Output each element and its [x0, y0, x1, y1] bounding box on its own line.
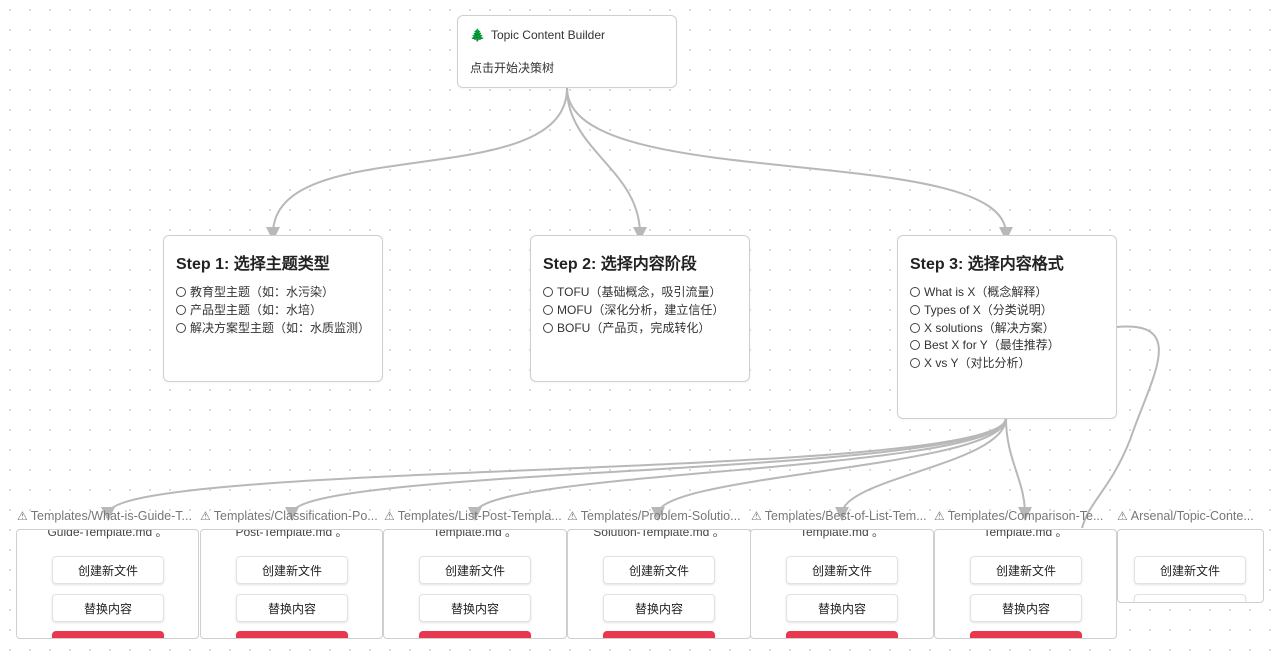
option-item[interactable]: Best X for Y（最佳推荐）	[910, 337, 1104, 355]
root-title: Topic Content Builder	[490, 28, 606, 42]
radio-circle-icon	[543, 304, 553, 315]
replace-content-button[interactable]: 替换内容	[970, 594, 1082, 622]
root-description: 点击开始决策树	[470, 61, 555, 75]
option-item[interactable]: 解决方案型主题（如：水质监测）	[176, 320, 370, 338]
edge-step3-tpl5	[835, 417, 1007, 521]
step1-card[interactable]: Step 1: 选择主题类型 教育型主题（如：水污染） 产品型主题（如：水培） …	[163, 235, 383, 382]
option-item[interactable]: TOFU（基础概念，吸引流量）	[543, 284, 737, 302]
create-file-button[interactable]: 创建新文件	[419, 556, 531, 584]
template-label[interactable]: ⚠Templates/Comparison-Te...	[934, 509, 1104, 523]
template-embed: 创建新文件 替换内容	[1117, 529, 1264, 603]
template-label[interactable]: ⚠Templates/List-Post-Templa...	[384, 509, 562, 523]
step-title: Step 3: 选择内容格式	[910, 256, 1064, 273]
template-embed: Guide-Template.md 。 创建新文件 替换内容	[16, 529, 199, 639]
step2-card[interactable]: Step 2: 选择内容阶段 TOFU（基础概念，吸引流量） MOFU（深化分析…	[530, 235, 750, 382]
step-title: Step 1: 选择主题类型	[176, 256, 330, 273]
radio-circle-icon	[176, 304, 186, 315]
danger-button[interactable]	[786, 631, 898, 638]
template-label[interactable]: ⚠Templates/Best-of-List-Tem...	[751, 509, 927, 523]
create-file-button[interactable]: 创建新文件	[970, 556, 1082, 584]
danger-button[interactable]	[970, 631, 1082, 638]
edge-root-step2	[566, 87, 647, 241]
tree-icon: 🌲	[470, 28, 485, 42]
radio-circle-icon	[176, 287, 186, 297]
edge-step3-tpl6	[1005, 417, 1032, 521]
create-file-button[interactable]: 创建新文件	[1134, 556, 1246, 584]
template-embed: Template.md 。 创建新文件 替换内容	[750, 529, 934, 639]
warning-icon: ⚠	[1117, 509, 1128, 523]
danger-button[interactable]	[603, 631, 715, 638]
replace-content-button[interactable]: 替换内容	[1134, 594, 1246, 602]
radio-circle-icon	[910, 304, 920, 315]
edge-step3-tpl1	[101, 417, 1007, 521]
create-file-button[interactable]: 创建新文件	[52, 556, 164, 584]
template-label[interactable]: ⚠Templates/Problem-Solutio...	[567, 509, 741, 523]
template-filename: Template.md 。	[799, 529, 885, 539]
replace-content-button[interactable]: 替换内容	[52, 594, 164, 622]
radio-circle-icon	[910, 340, 920, 351]
option-item[interactable]: What is X（概念解释）	[910, 284, 1104, 302]
template-label[interactable]: ⚠Templates/What-is-Guide-T...	[17, 509, 192, 523]
warning-icon: ⚠	[200, 509, 211, 523]
template-embed: Template.md 。 创建新文件 替换内容	[383, 529, 567, 639]
radio-circle-icon	[910, 358, 920, 369]
option-item[interactable]: MOFU（深化分析，建立信任）	[543, 302, 737, 320]
template-label[interactable]: ⚠Arsenal/Topic-Conte...	[1117, 509, 1254, 523]
danger-button[interactable]	[419, 631, 531, 638]
replace-content-button[interactable]: 替换内容	[236, 594, 348, 622]
warning-icon: ⚠	[934, 509, 945, 523]
danger-button[interactable]	[236, 631, 348, 638]
replace-content-button[interactable]: 替换内容	[603, 594, 715, 622]
template-embed: Solution-Template.md 。 创建新文件 替换内容	[567, 529, 751, 639]
template-filename: Template.md 。	[983, 529, 1068, 539]
template-embed: Template.md 。 创建新文件 替换内容	[934, 529, 1117, 639]
step-title: Step 2: 选择内容阶段	[543, 256, 697, 273]
edge-step3-tpl4	[651, 417, 1007, 521]
option-item[interactable]: 产品型主题（如：水培）	[176, 302, 370, 320]
warning-icon: ⚠	[17, 509, 28, 523]
template-filename: Post-Template.md 。	[235, 529, 348, 539]
radio-circle-icon	[910, 322, 920, 333]
create-file-button[interactable]: 创建新文件	[786, 556, 898, 584]
radio-circle-icon	[543, 322, 553, 333]
replace-content-button[interactable]: 替换内容	[786, 594, 898, 622]
warning-icon: ⚠	[751, 509, 762, 523]
template-embed: Post-Template.md 。 创建新文件 替换内容	[200, 529, 383, 639]
edge-step3-tpl2	[285, 417, 1007, 521]
edge-root-step1	[266, 87, 568, 241]
step3-card[interactable]: Step 3: 选择内容格式 What is X（概念解释） Types of …	[897, 235, 1117, 419]
danger-button[interactable]	[52, 631, 164, 638]
replace-content-button[interactable]: 替换内容	[419, 594, 531, 622]
option-item[interactable]: 教育型主题（如：水污染）	[176, 284, 370, 302]
radio-circle-icon	[176, 322, 186, 333]
option-item[interactable]: BOFU（产品页，完成转化）	[543, 320, 737, 338]
template-filename: Solution-Template.md 。	[593, 529, 725, 539]
template-filename: Template.md 。	[432, 529, 518, 539]
warning-icon: ⚠	[567, 509, 578, 523]
edge-step3-tpl7	[1081, 325, 1160, 529]
option-item[interactable]: X solutions（解决方案）	[910, 320, 1104, 338]
template-filename: Guide-Template.md 。	[47, 529, 168, 539]
radio-circle-icon	[543, 287, 553, 297]
edge-step3-tpl3	[468, 417, 1007, 521]
template-label[interactable]: ⚠Templates/Classification-Po...	[200, 509, 378, 523]
option-item[interactable]: X vs Y（对比分析）	[910, 355, 1104, 373]
warning-icon: ⚠	[384, 509, 395, 523]
root-node-card[interactable]: 🌲 Topic Content Builder 点击开始决策树	[457, 15, 677, 88]
option-item[interactable]: Types of X（分类说明）	[910, 302, 1104, 320]
create-file-button[interactable]: 创建新文件	[236, 556, 348, 584]
radio-circle-icon	[910, 287, 920, 297]
create-file-button[interactable]: 创建新文件	[603, 556, 715, 584]
edge-root-step3	[566, 87, 1013, 241]
